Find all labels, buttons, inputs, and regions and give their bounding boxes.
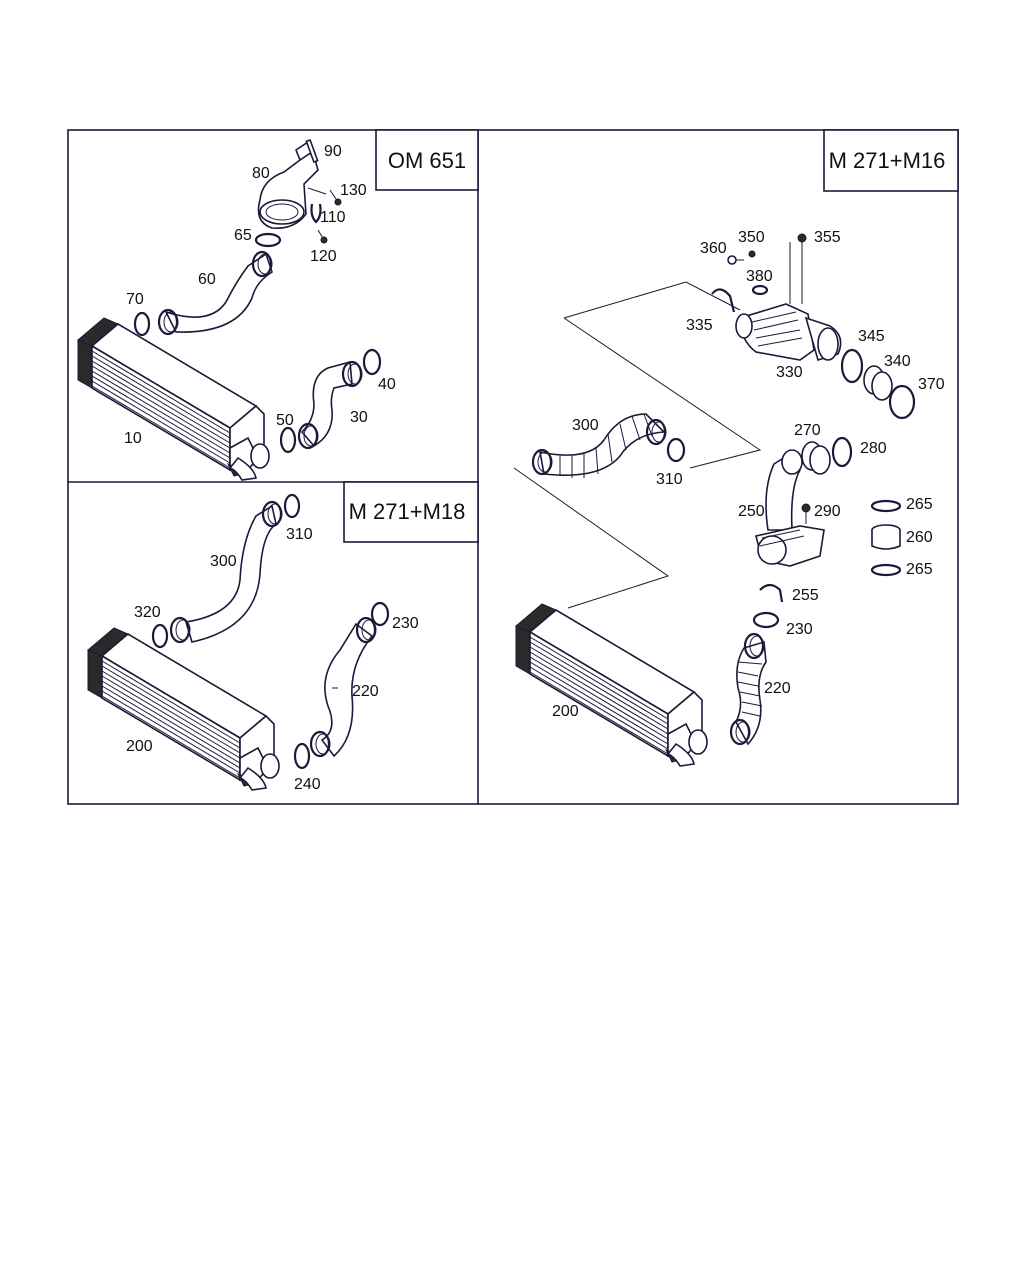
clamp-280 [831,436,853,468]
part-label: 10 [124,430,142,447]
part-label: 265 [906,496,933,513]
part-label: 260 [906,529,933,546]
cap-355 [789,233,807,304]
bolt-130 [329,189,342,206]
part-label: 290 [814,503,841,520]
bolt-120 [317,229,328,244]
part-label: 200 [552,703,579,720]
seal-320 [151,623,169,649]
panel-title: M 271+M16 [829,148,946,173]
panel-title: OM 651 [388,148,466,173]
sleeve-340 [863,365,893,401]
part-label: 240 [294,776,321,793]
sleeve-260 [871,524,901,550]
hose-60 [157,250,274,336]
part-label: 230 [392,615,419,632]
bolt-290 [801,503,811,524]
pipe-250 [755,449,825,567]
part-label: 300 [210,553,237,570]
clip-255 [759,583,784,603]
part-label: 265 [906,561,933,578]
panel-om651: OM 651 [77,129,479,481]
part-label: 270 [794,422,821,439]
hose-220 [729,632,767,746]
clamp-265 [870,563,902,577]
intercooler [87,627,280,791]
bolt-350 [748,250,756,258]
intercooler [77,317,270,481]
throttle-housing-330 [735,303,842,361]
seal-345 [840,348,864,384]
part-label: 320 [134,604,161,621]
hose-220 [309,616,378,758]
seal-310 [666,437,686,463]
part-label: 80 [252,165,270,182]
part-label: 310 [656,471,683,488]
part-label: 50 [276,412,294,429]
seal-50 [279,426,297,454]
part-label: 330 [776,364,803,381]
part-label: 255 [792,587,819,604]
panel-title-box: M 271+M18 [343,481,479,543]
seal-230 [370,601,390,627]
part-label: 345 [858,328,885,345]
hose-300 [169,500,284,644]
seal-230 [752,611,780,629]
clip-335 [711,288,736,313]
seal-70 [133,311,151,337]
panel-title-box: OM 651 [375,129,479,191]
part-label: 130 [340,182,367,199]
part-label: 380 [746,268,773,285]
seal-240 [293,742,311,770]
part-label: 30 [350,409,368,426]
part-label: 220 [352,683,379,700]
part-label: 350 [738,229,765,246]
part-label: 340 [884,353,911,370]
part-label: 355 [814,229,841,246]
air-pipe-80 [257,138,327,230]
part-label: 335 [686,317,713,334]
sleeve-270 [801,441,831,475]
part-label: 200 [126,738,153,755]
hose-300 [531,413,668,478]
seal-40 [362,348,382,376]
part-label: 300 [572,417,599,434]
part-label: 310 [286,526,313,543]
panel-title-box: M 271+M16 [823,129,959,192]
part-label: 250 [738,503,765,520]
part-label: 370 [918,376,945,393]
part-label: 90 [324,143,342,160]
part-label: 360 [700,240,727,257]
part-label: 65 [234,227,252,244]
seal-380 [751,284,769,296]
hose-30 [297,360,364,450]
part-label: 70 [126,291,144,308]
part-label: 120 [310,248,337,265]
part-label: 220 [764,680,791,697]
part-label: 280 [860,440,887,457]
intercooler [515,603,708,767]
clip-110 [310,203,322,224]
clamp-265 [870,499,902,513]
bolt-360 [727,255,744,265]
part-label: 230 [786,621,813,638]
seal-65 [254,232,282,248]
assembly-lines [513,281,762,609]
part-label: 60 [198,271,216,288]
seal-310 [283,493,301,519]
part-label: 110 [320,209,346,226]
clamp-370 [888,384,916,420]
panel-title: M 271+M18 [349,499,466,524]
panel-m271-m18: M 271+M18 310 300 [87,481,479,793]
panel-m271-m16: M 271+M16 [513,129,959,767]
part-label: 40 [378,376,396,393]
